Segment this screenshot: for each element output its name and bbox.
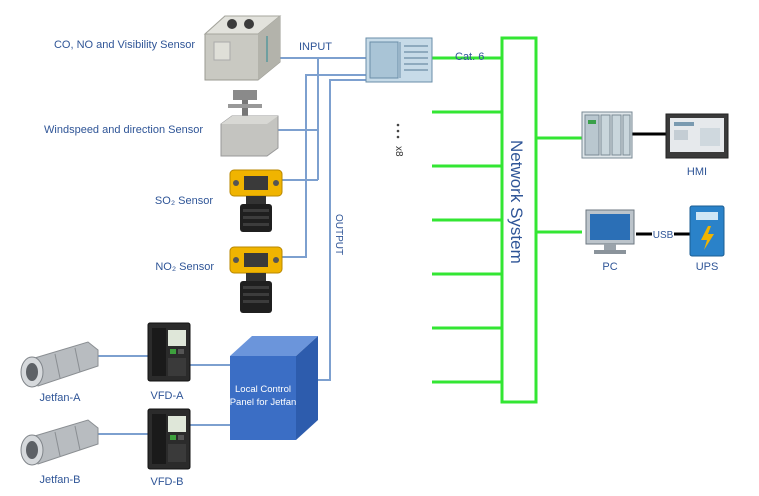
so2-sensor-device bbox=[229, 169, 283, 232]
no2-sensor-label: NO₂ Sensor bbox=[155, 261, 214, 273]
panel-label-line2: Panel for Jetfan bbox=[230, 397, 297, 408]
hmi-device bbox=[665, 113, 729, 159]
co-sensor-device bbox=[203, 15, 282, 81]
ups-device bbox=[689, 205, 725, 257]
co-sensor-label: CO, NO and Visibility Sensor bbox=[54, 39, 195, 51]
wind-sensor-label: Windspeed and direction Sensor bbox=[44, 124, 203, 136]
vfd-a-label: VFD-A bbox=[151, 390, 185, 402]
vfd-a-device bbox=[147, 322, 191, 382]
cat6-label: Cat. 6 bbox=[455, 51, 484, 63]
vfd-b-label: VFD-B bbox=[151, 476, 184, 488]
network-bus bbox=[432, 36, 582, 404]
input-label: INPUT bbox=[299, 41, 332, 53]
pc-label: PC bbox=[602, 261, 617, 273]
ups-label: UPS bbox=[696, 261, 719, 273]
jetfan-a-device bbox=[20, 341, 99, 388]
network-system-label: Network System bbox=[507, 140, 526, 264]
blue-wiring bbox=[98, 57, 366, 435]
output-label: OUTPUT bbox=[333, 214, 344, 255]
x8-label: x8 bbox=[393, 146, 404, 157]
panel-label-line1: Local Control bbox=[235, 384, 291, 395]
ellipsis-dots bbox=[396, 123, 400, 139]
local-control-panel bbox=[230, 336, 318, 440]
hmi-label: HMI bbox=[687, 166, 707, 178]
jetfan-b-device bbox=[20, 419, 99, 466]
jetfan-a-label: Jetfan-A bbox=[40, 392, 82, 404]
no2-sensor-device bbox=[229, 246, 283, 313]
jetfan-b-label: Jetfan-B bbox=[40, 474, 81, 486]
pc-device bbox=[585, 209, 635, 254]
wind-sensor-device bbox=[220, 90, 279, 157]
so2-sensor-label: SO₂ Sensor bbox=[155, 195, 213, 207]
plc-rack bbox=[581, 111, 633, 159]
plc-module bbox=[365, 37, 433, 83]
usb-label: USB bbox=[653, 230, 674, 241]
vfd-b-device bbox=[147, 408, 191, 470]
